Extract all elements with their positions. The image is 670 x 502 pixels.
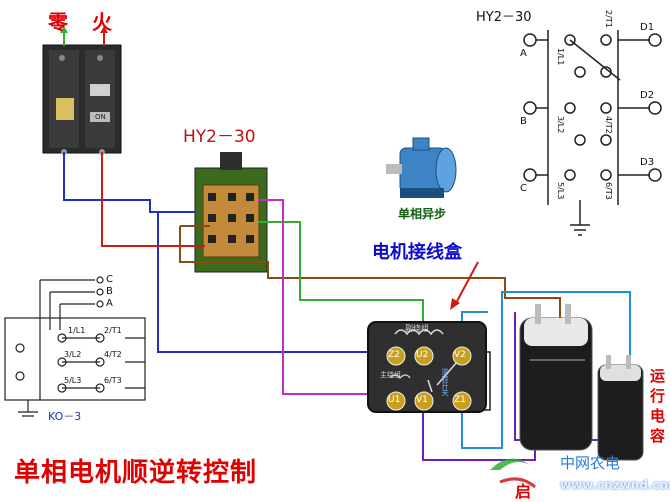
ko-input-b: B bbox=[106, 286, 113, 297]
circuit-breaker bbox=[42, 44, 122, 155]
winding-top-label: 副绕组 bbox=[405, 324, 429, 333]
hy-contact-2t1: 2/T1 bbox=[604, 10, 613, 28]
terminal-box bbox=[367, 321, 487, 413]
ko-contact-6t3: 6/T3 bbox=[104, 376, 122, 385]
hy-terminal-d1: D1 bbox=[640, 22, 655, 33]
footer-title: 单相电机顺逆转控制 bbox=[14, 458, 258, 488]
terminal-v1: V1 bbox=[416, 395, 428, 405]
hy-terminal-d2: D2 bbox=[640, 90, 655, 101]
hy-contact-3l2: 3/L2 bbox=[556, 116, 565, 134]
reverse-note-label: 逆转开关 bbox=[441, 368, 449, 396]
ko-contact-3l2: 3/L2 bbox=[64, 350, 82, 359]
run-cap-char-3: 电 bbox=[650, 407, 666, 425]
ko-contact-5l3: 5/L3 bbox=[64, 376, 82, 385]
switch-model-label: HY2－30 bbox=[183, 127, 256, 147]
breaker-on-label: ON bbox=[95, 113, 106, 121]
ko-label: KO－3 bbox=[48, 410, 82, 423]
motor-caption: 单相异步 bbox=[398, 207, 447, 221]
watermark-logo bbox=[490, 458, 536, 489]
terminal-z2: Z2 bbox=[388, 350, 400, 360]
hy-terminal-d3: D3 bbox=[640, 157, 655, 168]
ko-contact-1l1: 1/L1 bbox=[68, 326, 86, 335]
ko-3-schematic bbox=[4, 276, 146, 417]
hy-terminal-b: B bbox=[520, 116, 527, 127]
run-cap-char-1: 运 bbox=[650, 367, 666, 385]
ko-contact-4t2: 4/T2 bbox=[104, 350, 122, 359]
ko-contact-2t1: 2/T1 bbox=[104, 326, 122, 335]
watermark-cn: 中网农电 bbox=[560, 454, 621, 472]
hy-schematic-title: HY2－30 bbox=[476, 10, 532, 25]
terminal-z1: Z1 bbox=[454, 395, 466, 405]
watermark-url: www.cnzwnd.com bbox=[560, 478, 670, 492]
hy-contact-1l1: 1/L1 bbox=[556, 48, 565, 66]
start-capacitor bbox=[519, 304, 593, 451]
hy-contact-5l3: 5/L3 bbox=[556, 182, 565, 200]
run-capacitor bbox=[597, 355, 644, 461]
terminal-u1: U1 bbox=[388, 395, 401, 405]
main-winding-label: 主绕组 bbox=[380, 371, 401, 379]
reversing-switch bbox=[194, 152, 268, 273]
run-cap-char-4: 容 bbox=[650, 427, 666, 445]
ko-input-a: A bbox=[106, 298, 113, 309]
live-label: 火 bbox=[92, 10, 112, 34]
terminal-v2: V2 bbox=[454, 350, 466, 360]
motor-box-label: 电机接线盒 bbox=[372, 242, 462, 263]
run-cap-char-2: 行 bbox=[650, 387, 666, 405]
breaker-off-label: OFF bbox=[93, 86, 107, 94]
ko-input-c: C bbox=[106, 274, 113, 285]
neutral-label: 零 bbox=[48, 10, 68, 34]
hy2-30-schematic bbox=[523, 30, 662, 236]
motor bbox=[386, 137, 457, 198]
hy-contact-4t2: 4/T2 bbox=[604, 116, 613, 134]
hy-terminal-a: A bbox=[520, 48, 527, 59]
terminal-u2: U2 bbox=[416, 350, 429, 360]
hy-contact-6t3: 6/T3 bbox=[604, 182, 613, 200]
start-cap-label: 启 bbox=[515, 482, 532, 501]
hy-terminal-c: C bbox=[520, 183, 527, 194]
